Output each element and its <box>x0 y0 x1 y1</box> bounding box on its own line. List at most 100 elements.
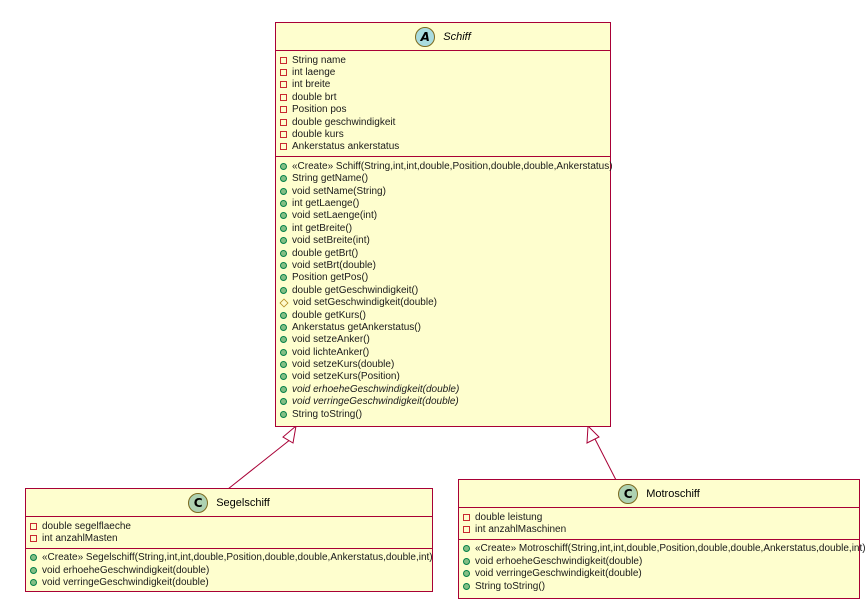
member-row: double getBrt() <box>280 247 610 259</box>
member-row: void setGeschwindigkeit(double) <box>279 296 610 309</box>
member-text: Ankerstatus ankerstatus <box>292 141 400 153</box>
public-visibility-icon <box>280 187 287 195</box>
member-text: void verringeGeschwindigkeit(double) <box>42 577 209 589</box>
methods-section: «Create» Schiff(String,int,int,double,Po… <box>276 157 613 423</box>
member-text: double leistung <box>475 511 543 523</box>
member-text: int laenge <box>292 67 336 79</box>
public-visibility-icon <box>280 249 287 257</box>
member-text: int anzahlMaschinen <box>475 524 567 536</box>
member-row: void setzeAnker() <box>280 334 610 346</box>
member-row: int breite <box>280 79 610 91</box>
member-text: Ankerstatus getAnkerstatus() <box>292 321 421 333</box>
member-text: void erhoeheGeschwindigkeit(double) <box>42 564 210 576</box>
member-row: int anzahlMaschinen <box>463 523 859 535</box>
private-visibility-icon <box>463 513 470 521</box>
private-visibility-icon <box>280 131 287 139</box>
member-row: void erhoeheGeschwindigkeit(double) <box>30 564 432 576</box>
member-row: double segelflaeche <box>30 520 432 532</box>
member-row: «Create» Motroschiff(String,int,int,doub… <box>463 543 866 555</box>
private-visibility-icon <box>463 526 470 534</box>
inheritance-line-motorschiff <box>594 438 617 481</box>
public-visibility-icon <box>280 286 287 294</box>
member-row: double geschwindigkeit <box>280 116 610 128</box>
public-visibility-icon <box>280 224 287 232</box>
inheritance-arrowhead-segelschiff <box>282 424 297 444</box>
public-visibility-icon <box>463 557 470 565</box>
member-row: Position getPos() <box>280 272 610 284</box>
abstract-class-icon: A <box>415 26 436 47</box>
member-text: Position pos <box>292 104 347 116</box>
member-row: void setzeKurs(Position) <box>280 371 610 383</box>
member-text: void setLaenge(int) <box>292 210 378 222</box>
public-visibility-icon <box>280 361 287 369</box>
private-visibility-icon <box>280 93 287 101</box>
member-text: double segelflaeche <box>42 520 131 532</box>
private-visibility-icon <box>280 81 287 89</box>
public-visibility-icon <box>280 199 287 207</box>
member-text: void setzeKurs(Position) <box>292 371 400 383</box>
member-row: double getGeschwindigkeit() <box>280 284 610 296</box>
protected-visibility-icon <box>279 298 289 308</box>
member-text: void setBrt(double) <box>292 259 376 271</box>
class-header: C Segelschiff <box>26 489 432 517</box>
member-row: void lichteAnker() <box>280 346 610 358</box>
public-visibility-icon <box>30 566 37 574</box>
member-row: void erhoeheGeschwindigkeit(double) <box>463 555 859 567</box>
private-visibility-icon <box>280 69 287 77</box>
public-visibility-icon <box>463 545 470 553</box>
member-text: double getBrt() <box>292 247 359 259</box>
public-visibility-icon <box>280 311 287 319</box>
private-visibility-icon <box>280 143 287 151</box>
public-visibility-icon <box>280 274 287 282</box>
member-row: void erhoeheGeschwindigkeit(double) <box>280 383 610 395</box>
member-text: int getLaenge() <box>292 197 360 209</box>
member-text: double geschwindigkeit <box>292 116 396 128</box>
private-visibility-icon <box>280 106 287 114</box>
member-row: Ankerstatus ankerstatus <box>280 141 610 153</box>
member-text: String toString() <box>475 580 546 592</box>
member-row: String toString() <box>280 408 610 420</box>
member-row: String toString() <box>463 580 859 592</box>
member-text: String toString() <box>292 408 363 420</box>
member-row: int getBreite() <box>280 222 610 234</box>
member-text: int anzahlMasten <box>42 533 118 545</box>
member-row: void setBrt(double) <box>280 259 610 271</box>
member-text: void verringeGeschwindigkeit(double) <box>292 396 459 408</box>
member-row: double leistung <box>463 511 859 523</box>
methods-section: «Create» Motroschiff(String,int,int,doub… <box>459 540 866 596</box>
inheritance-line-segelschiff <box>227 438 292 490</box>
member-row: int getLaenge() <box>280 197 610 209</box>
member-row: double brt <box>280 91 610 103</box>
private-visibility-icon <box>280 56 287 64</box>
member-text: String name <box>292 54 346 66</box>
member-text: void setzeAnker() <box>292 334 370 346</box>
public-visibility-icon <box>280 398 287 406</box>
member-text: «Create» Segelschiff(String,int,int,doub… <box>42 552 433 564</box>
methods-section: «Create» Segelschiff(String,int,int,doub… <box>26 549 433 592</box>
member-row: «Create» Schiff(String,int,int,double,Po… <box>280 160 613 172</box>
member-row: void verringeGeschwindigkeit(double) <box>463 568 859 580</box>
member-row: double getKurs() <box>280 309 610 321</box>
public-visibility-icon <box>280 175 287 183</box>
member-row: Position pos <box>280 104 610 116</box>
member-text: double getKurs() <box>292 309 366 321</box>
public-visibility-icon <box>280 212 287 220</box>
class-name: Schiff <box>443 30 471 43</box>
member-row: void setLaenge(int) <box>280 210 610 222</box>
member-text: «Create» Schiff(String,int,int,double,Po… <box>292 160 613 172</box>
member-row: void setBreite(int) <box>280 234 610 246</box>
public-visibility-icon <box>280 162 287 170</box>
member-text: void setGeschwindigkeit(double) <box>293 297 437 309</box>
member-row: «Create» Segelschiff(String,int,int,doub… <box>30 552 433 564</box>
public-visibility-icon <box>280 373 287 381</box>
private-visibility-icon <box>30 535 37 543</box>
public-visibility-icon <box>463 582 470 590</box>
member-text: void setBreite(int) <box>292 235 370 247</box>
class-icon: C <box>188 492 209 513</box>
